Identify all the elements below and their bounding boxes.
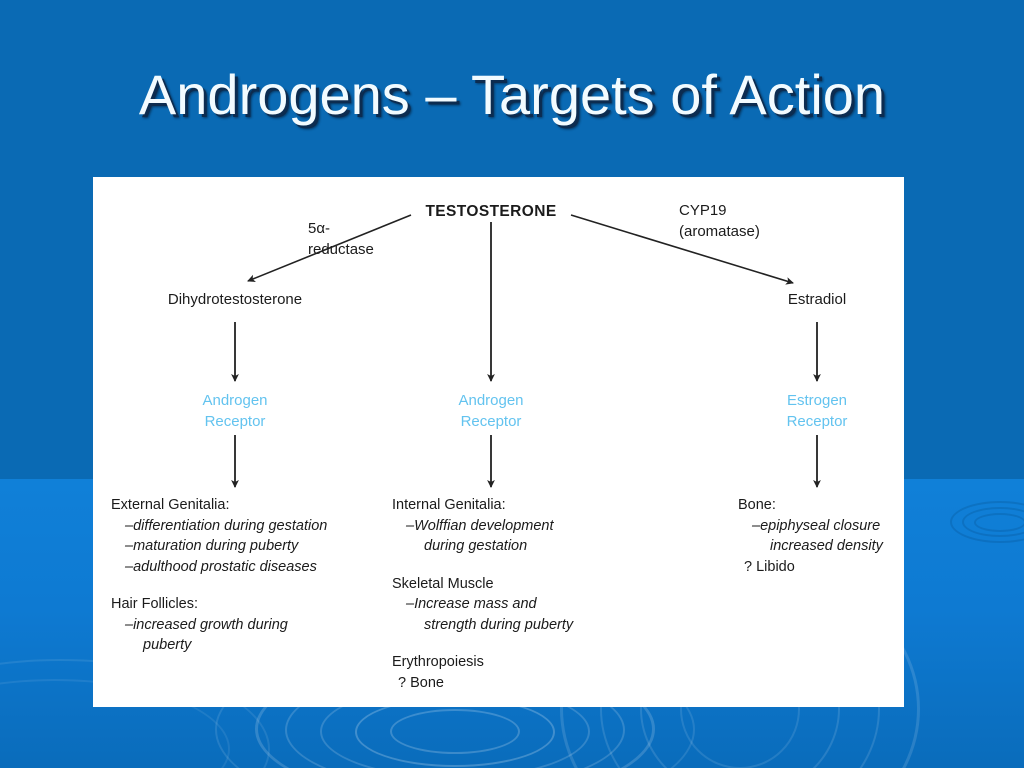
effects-spacer <box>392 557 573 574</box>
enzyme-5alpha-reductase-line2: reductase <box>308 240 374 258</box>
effect-item: strength during puberty <box>424 616 574 633</box>
effect-item: –adulthood prostatic diseases <box>125 558 317 575</box>
effect-item: –Wolffian development <box>406 517 554 534</box>
estrogen-receptor-line1: Estrogen <box>786 392 848 409</box>
enzyme-cyp19-line2: (aromatase) <box>679 222 760 240</box>
enzyme-5alpha-reductase-line1: 5α- <box>308 220 331 237</box>
effects-spacer <box>111 577 327 594</box>
effect-item: puberty <box>143 637 192 654</box>
effect-item: during gestation <box>424 538 528 555</box>
node-estradiol: Estradiol <box>787 291 847 308</box>
androgen-receptor-left-line1: Androgen <box>202 392 268 409</box>
enzyme-label-cyp19-aromatase: CYP19 (aromatase) <box>679 201 760 242</box>
effects-list-androgen-testosterone: Internal Genitalia: –Wolffian development… <box>392 495 573 694</box>
effect-item: –Increase mass and <box>406 596 537 613</box>
node-androgen-receptor-left: Androgen Receptor <box>202 390 267 432</box>
effect-heading: Bone: <box>738 497 776 513</box>
node-dihydrotestosterone: Dihydrotestosterone <box>167 291 303 308</box>
effects-list-estrogen: Bone: –epiphyseal closure increased densit… <box>738 495 883 577</box>
androgen-receptor-center-line1: Androgen <box>458 392 524 409</box>
node-estrogen-receptor-right: Estrogen Receptor <box>787 390 848 432</box>
effect-heading: Skeletal Muscle <box>392 575 494 592</box>
diagram-arrows <box>231 214 821 488</box>
effect-item: –differentiation during gestation <box>125 517 328 534</box>
androgen-receptor-left-line2: Receptor <box>204 413 266 430</box>
effect-heading: External Genitalia: <box>111 497 230 513</box>
enzyme-label-5alpha-reductase: 5α- reductase <box>308 219 374 260</box>
effect-heading: Hair Follicles: <box>111 596 199 613</box>
effect-item: –epiphyseal closure <box>752 517 881 534</box>
effect-heading: Erythropoiesis <box>392 654 484 671</box>
effect-item: ? Libido <box>744 558 795 575</box>
diagram-panel: TESTOSTERONE 5α- reductase CYP19 (aromat… <box>93 177 904 707</box>
effects-spacer <box>392 635 573 652</box>
effect-item: ? Bone <box>398 675 444 692</box>
node-androgen-receptor-center: Androgen Receptor <box>458 390 523 432</box>
effect-item: –maturation during puberty <box>125 538 299 555</box>
effect-item: increased density <box>770 538 883 555</box>
effects-list-androgen-dht: External Genitalia: –differentiation duri… <box>111 495 327 656</box>
enzyme-cyp19-line1: CYP19 <box>679 202 727 219</box>
estrogen-receptor-line2: Receptor <box>786 413 848 430</box>
page-title: Androgens – Targets of Action <box>138 63 886 126</box>
effect-item: –increased growth during <box>125 616 288 633</box>
node-testosterone: TESTOSTERONE <box>425 203 557 220</box>
androgen-receptor-center-line2: Receptor <box>460 413 522 430</box>
effect-heading: Internal Genitalia: <box>392 497 506 513</box>
